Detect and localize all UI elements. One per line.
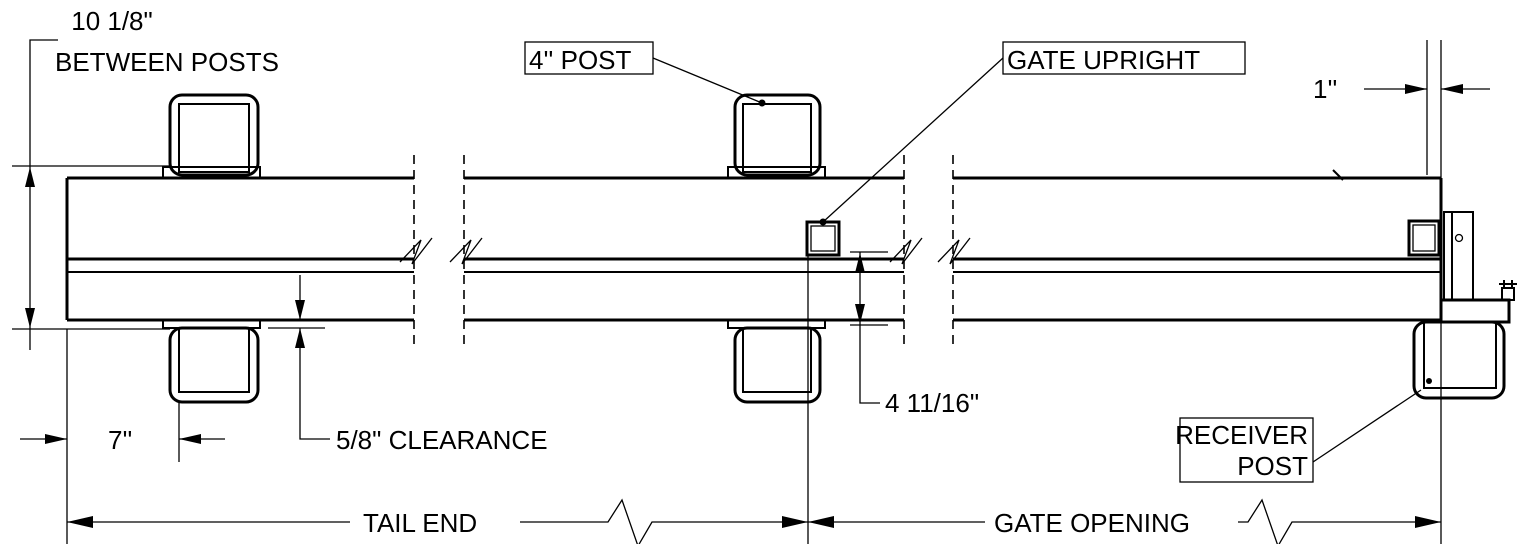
- dimension-one-inch: 1'': [1313, 40, 1490, 544]
- center-post-top: [727, 93, 826, 179]
- latch-hardware: [1407, 211, 1517, 324]
- clearance-label: 5/8" CLEARANCE: [336, 425, 548, 455]
- dimension-gate-opening: GATE OPENING: [808, 498, 1441, 544]
- receiver-post-callout: RECEIVER POST: [1175, 389, 1422, 483]
- receiver-label-line1: RECEIVER: [1175, 420, 1308, 450]
- gate-upright-label: GATE UPRIGHT: [1007, 45, 1200, 75]
- center-post-bottom: [727, 319, 826, 404]
- dimension-seven-inch: 7'': [20, 329, 225, 544]
- dimension-height: 4 11/16": [807, 251, 979, 544]
- left-post-top: [162, 93, 261, 179]
- dimension-clearance: 5/8" CLEARANCE: [268, 275, 548, 455]
- one-inch-label: 1'': [1313, 74, 1337, 104]
- between-posts-value: 10 1/8": [71, 6, 153, 36]
- gate-upright-callout: GATE UPRIGHT: [822, 41, 1246, 223]
- post-callout: 4'' POST: [524, 41, 763, 104]
- gate-opening-label: GATE OPENING: [994, 508, 1190, 538]
- rail-segment-left: [65, 176, 414, 322]
- between-posts-label: BETWEEN POSTS: [55, 47, 279, 77]
- post-label: 4'' POST: [529, 45, 632, 75]
- seven-inch-label: 7'': [108, 425, 132, 455]
- rail-segment-middle: [464, 176, 904, 322]
- rail-segment-right: [953, 169, 1443, 322]
- break-lines: [399, 155, 971, 345]
- dimension-tail-end: TAIL END: [67, 498, 808, 544]
- tail-end-label: TAIL END: [363, 508, 477, 538]
- receiver-label-line2: POST: [1237, 451, 1308, 481]
- dimension-between-posts: 10 1/8" BETWEEN POSTS: [12, 6, 279, 350]
- receiver-post: [1412, 320, 1506, 400]
- left-post-bottom: [162, 319, 261, 404]
- height-label: 4 11/16": [885, 388, 979, 418]
